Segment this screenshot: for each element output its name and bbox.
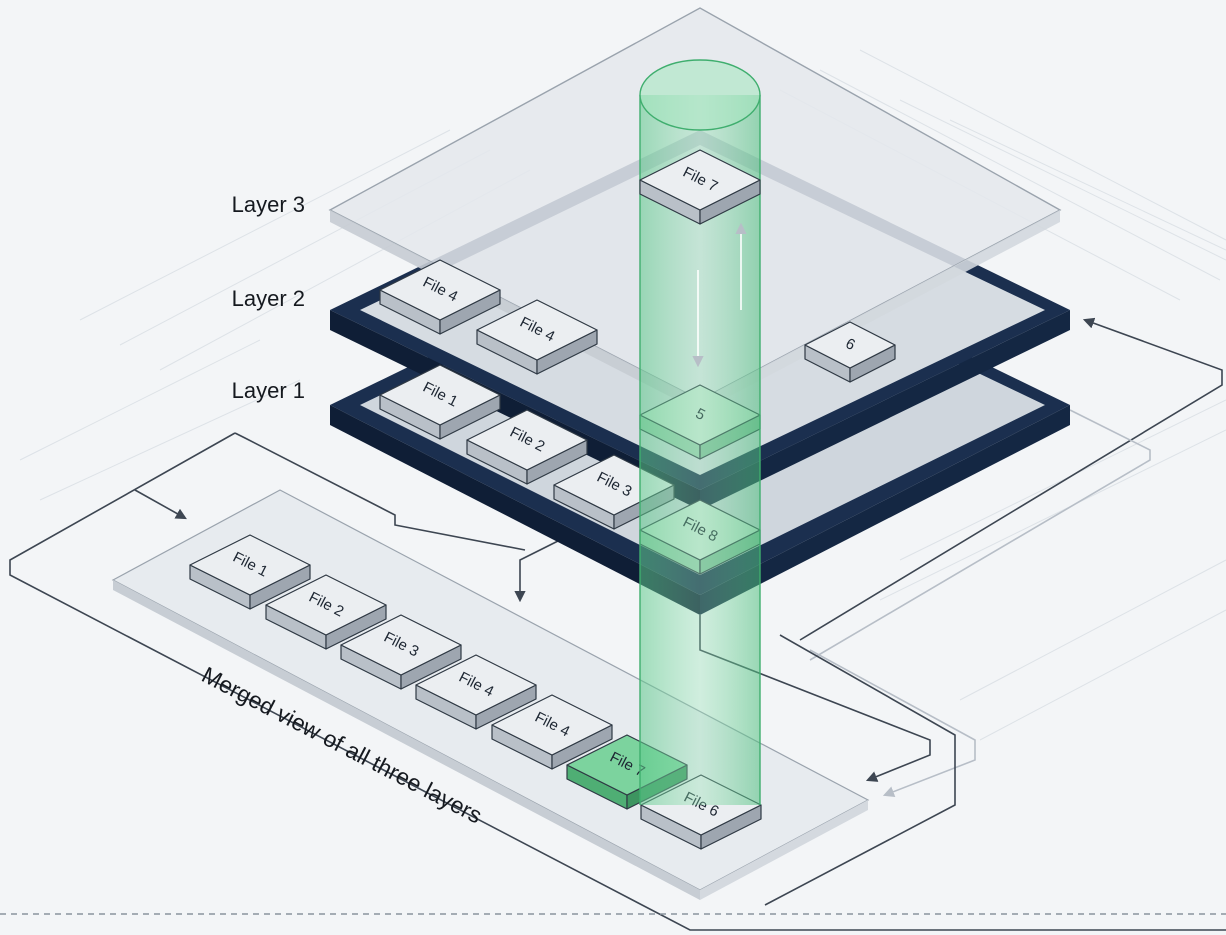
file-tile: File 2	[265, 574, 387, 650]
file-tile: File 2	[466, 409, 588, 485]
file-tile: File 4	[415, 654, 537, 730]
outer-loop-line	[9, 432, 1226, 931]
file-tile: File 1	[189, 534, 311, 610]
file-tile: 6	[804, 321, 896, 383]
bottom-right-line	[764, 634, 956, 906]
arrow-down-to-merged	[514, 539, 561, 603]
return-arrow-to-layer2	[799, 317, 1223, 641]
return-line-light	[809, 409, 1151, 661]
layer-3-label: Layer 3	[232, 192, 305, 217]
file-tile: File 4	[476, 299, 598, 375]
file-tile: File 4	[379, 259, 501, 335]
connector-lines	[9, 317, 1226, 931]
arrow-to-merged-left	[134, 432, 526, 551]
file-tile: File 7	[639, 149, 761, 225]
file-tile: File 4	[491, 694, 613, 770]
right-loop-light	[809, 649, 976, 797]
layer-1-label: Layer 1	[232, 378, 305, 403]
layer-2-label: Layer 2	[232, 286, 305, 311]
file-tile: File 1	[379, 364, 501, 440]
cylinder-tiles: File 7	[639, 149, 761, 225]
file-tile: File 3	[340, 614, 462, 690]
